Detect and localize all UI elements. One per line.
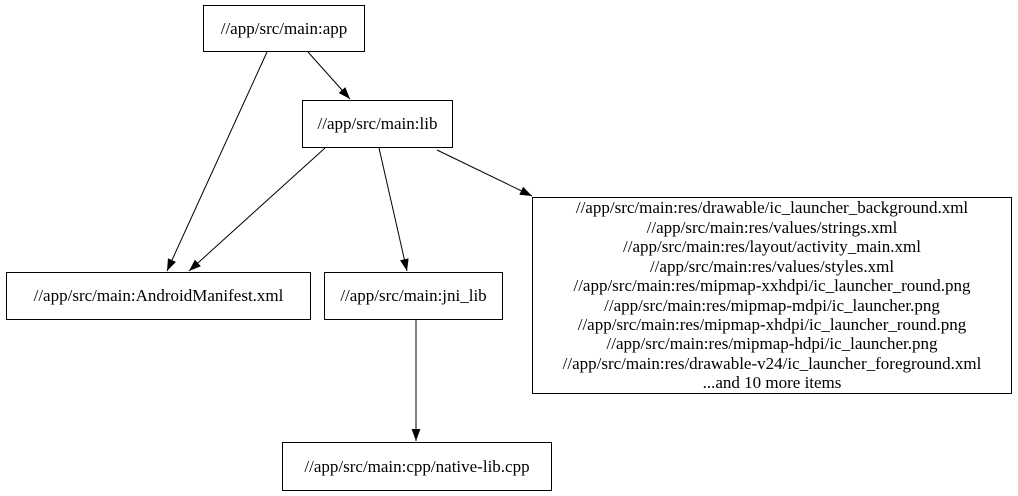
resource-item: //app/src/main:res/drawable-v24/ic_launc… (562, 353, 982, 373)
edge-lib-to-manifest (188, 147, 326, 272)
resource-item: //app/src/main:res/mipmap-mdpi/ic_launch… (604, 295, 940, 315)
resource-item: //app/src/main:res/values/styles.xml (649, 256, 895, 276)
resource-item: //app/src/main:res/values/strings.xml (646, 217, 898, 237)
node-app-label: //app/src/main:app (220, 18, 348, 38)
edge-app-to-manifest (166, 51, 268, 272)
node-android-manifest: //app/src/main:AndroidManifest.xml (6, 272, 311, 320)
node-lib: //app/src/main:lib (302, 100, 453, 148)
node-app: //app/src/main:app (203, 5, 365, 52)
resource-item: //app/src/main:res/drawable/ic_launcher_… (575, 198, 969, 218)
resource-item: //app/src/main:res/mipmap-hdpi/ic_launch… (606, 334, 938, 354)
node-native-lib-cpp: //app/src/main:cpp/native-lib.cpp (282, 442, 552, 491)
node-jni-lib-label: //app/src/main:jni_lib (340, 286, 487, 305)
node-android-manifest-label: //app/src/main:AndroidManifest.xml (33, 286, 284, 305)
node-resources-group: //app/src/main:res/drawable/ic_launcher_… (532, 197, 1012, 394)
resource-item: //app/src/main:res/mipmap-xxhdpi/ic_laun… (573, 276, 971, 296)
edge-lib-to-resources (436, 149, 533, 197)
edge-app-to-lib (307, 51, 351, 100)
node-jni-lib: //app/src/main:jni_lib (324, 272, 503, 320)
node-native-lib-cpp-label: //app/src/main:cpp/native-lib.cpp (304, 456, 530, 476)
node-lib-label: //app/src/main:lib (317, 114, 438, 133)
resource-more-items: ...and 10 more items (702, 373, 842, 393)
resource-item: //app/src/main:res/layout/activity_main.… (623, 237, 921, 257)
resource-item: //app/src/main:res/mipmap-xhdpi/ic_launc… (577, 314, 967, 334)
edge-lib-to-jni_lib (378, 147, 409, 272)
